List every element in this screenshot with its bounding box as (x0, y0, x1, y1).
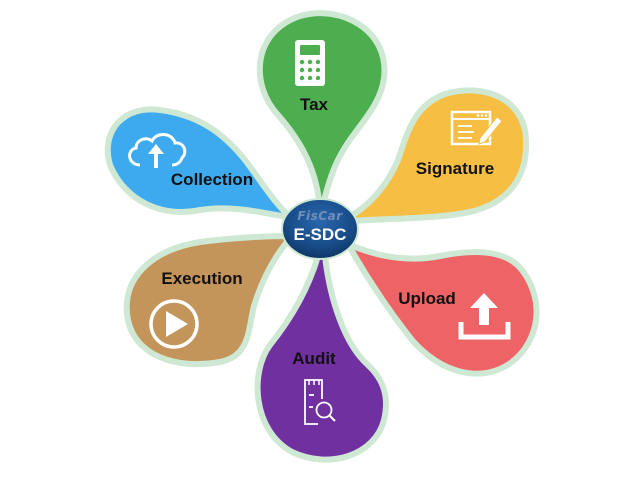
petal-label-execution: Execution (161, 269, 242, 288)
petal-upload[interactable]: Upload (345, 241, 540, 377)
petal-signature[interactable]: Signature (337, 87, 530, 225)
petal-tax[interactable]: Tax (256, 10, 388, 215)
hub-brand-label: FisCar (297, 209, 343, 223)
hub-title-label: E-SDC (294, 225, 347, 244)
play-circle-icon (149, 299, 199, 349)
document-edit-icon (450, 110, 503, 146)
upload-tray-icon (458, 293, 511, 340)
cloud-upload-icon (128, 133, 187, 168)
petal-label-signature: Signature (416, 159, 494, 178)
document-search-icon (304, 379, 336, 425)
petal-label-upload: Upload (398, 289, 456, 308)
petal-label-tax: Tax (300, 95, 329, 114)
center-hub[interactable]: FisCar E-SDC (281, 198, 359, 260)
petal-execution[interactable]: Execution (123, 233, 295, 368)
petal-collection[interactable]: Collection (104, 106, 295, 221)
petal-label-collection: Collection (171, 170, 253, 189)
calculator-icon (295, 40, 325, 86)
petal-label-audit: Audit (292, 349, 336, 368)
petal-audit[interactable]: Audit (254, 253, 389, 463)
